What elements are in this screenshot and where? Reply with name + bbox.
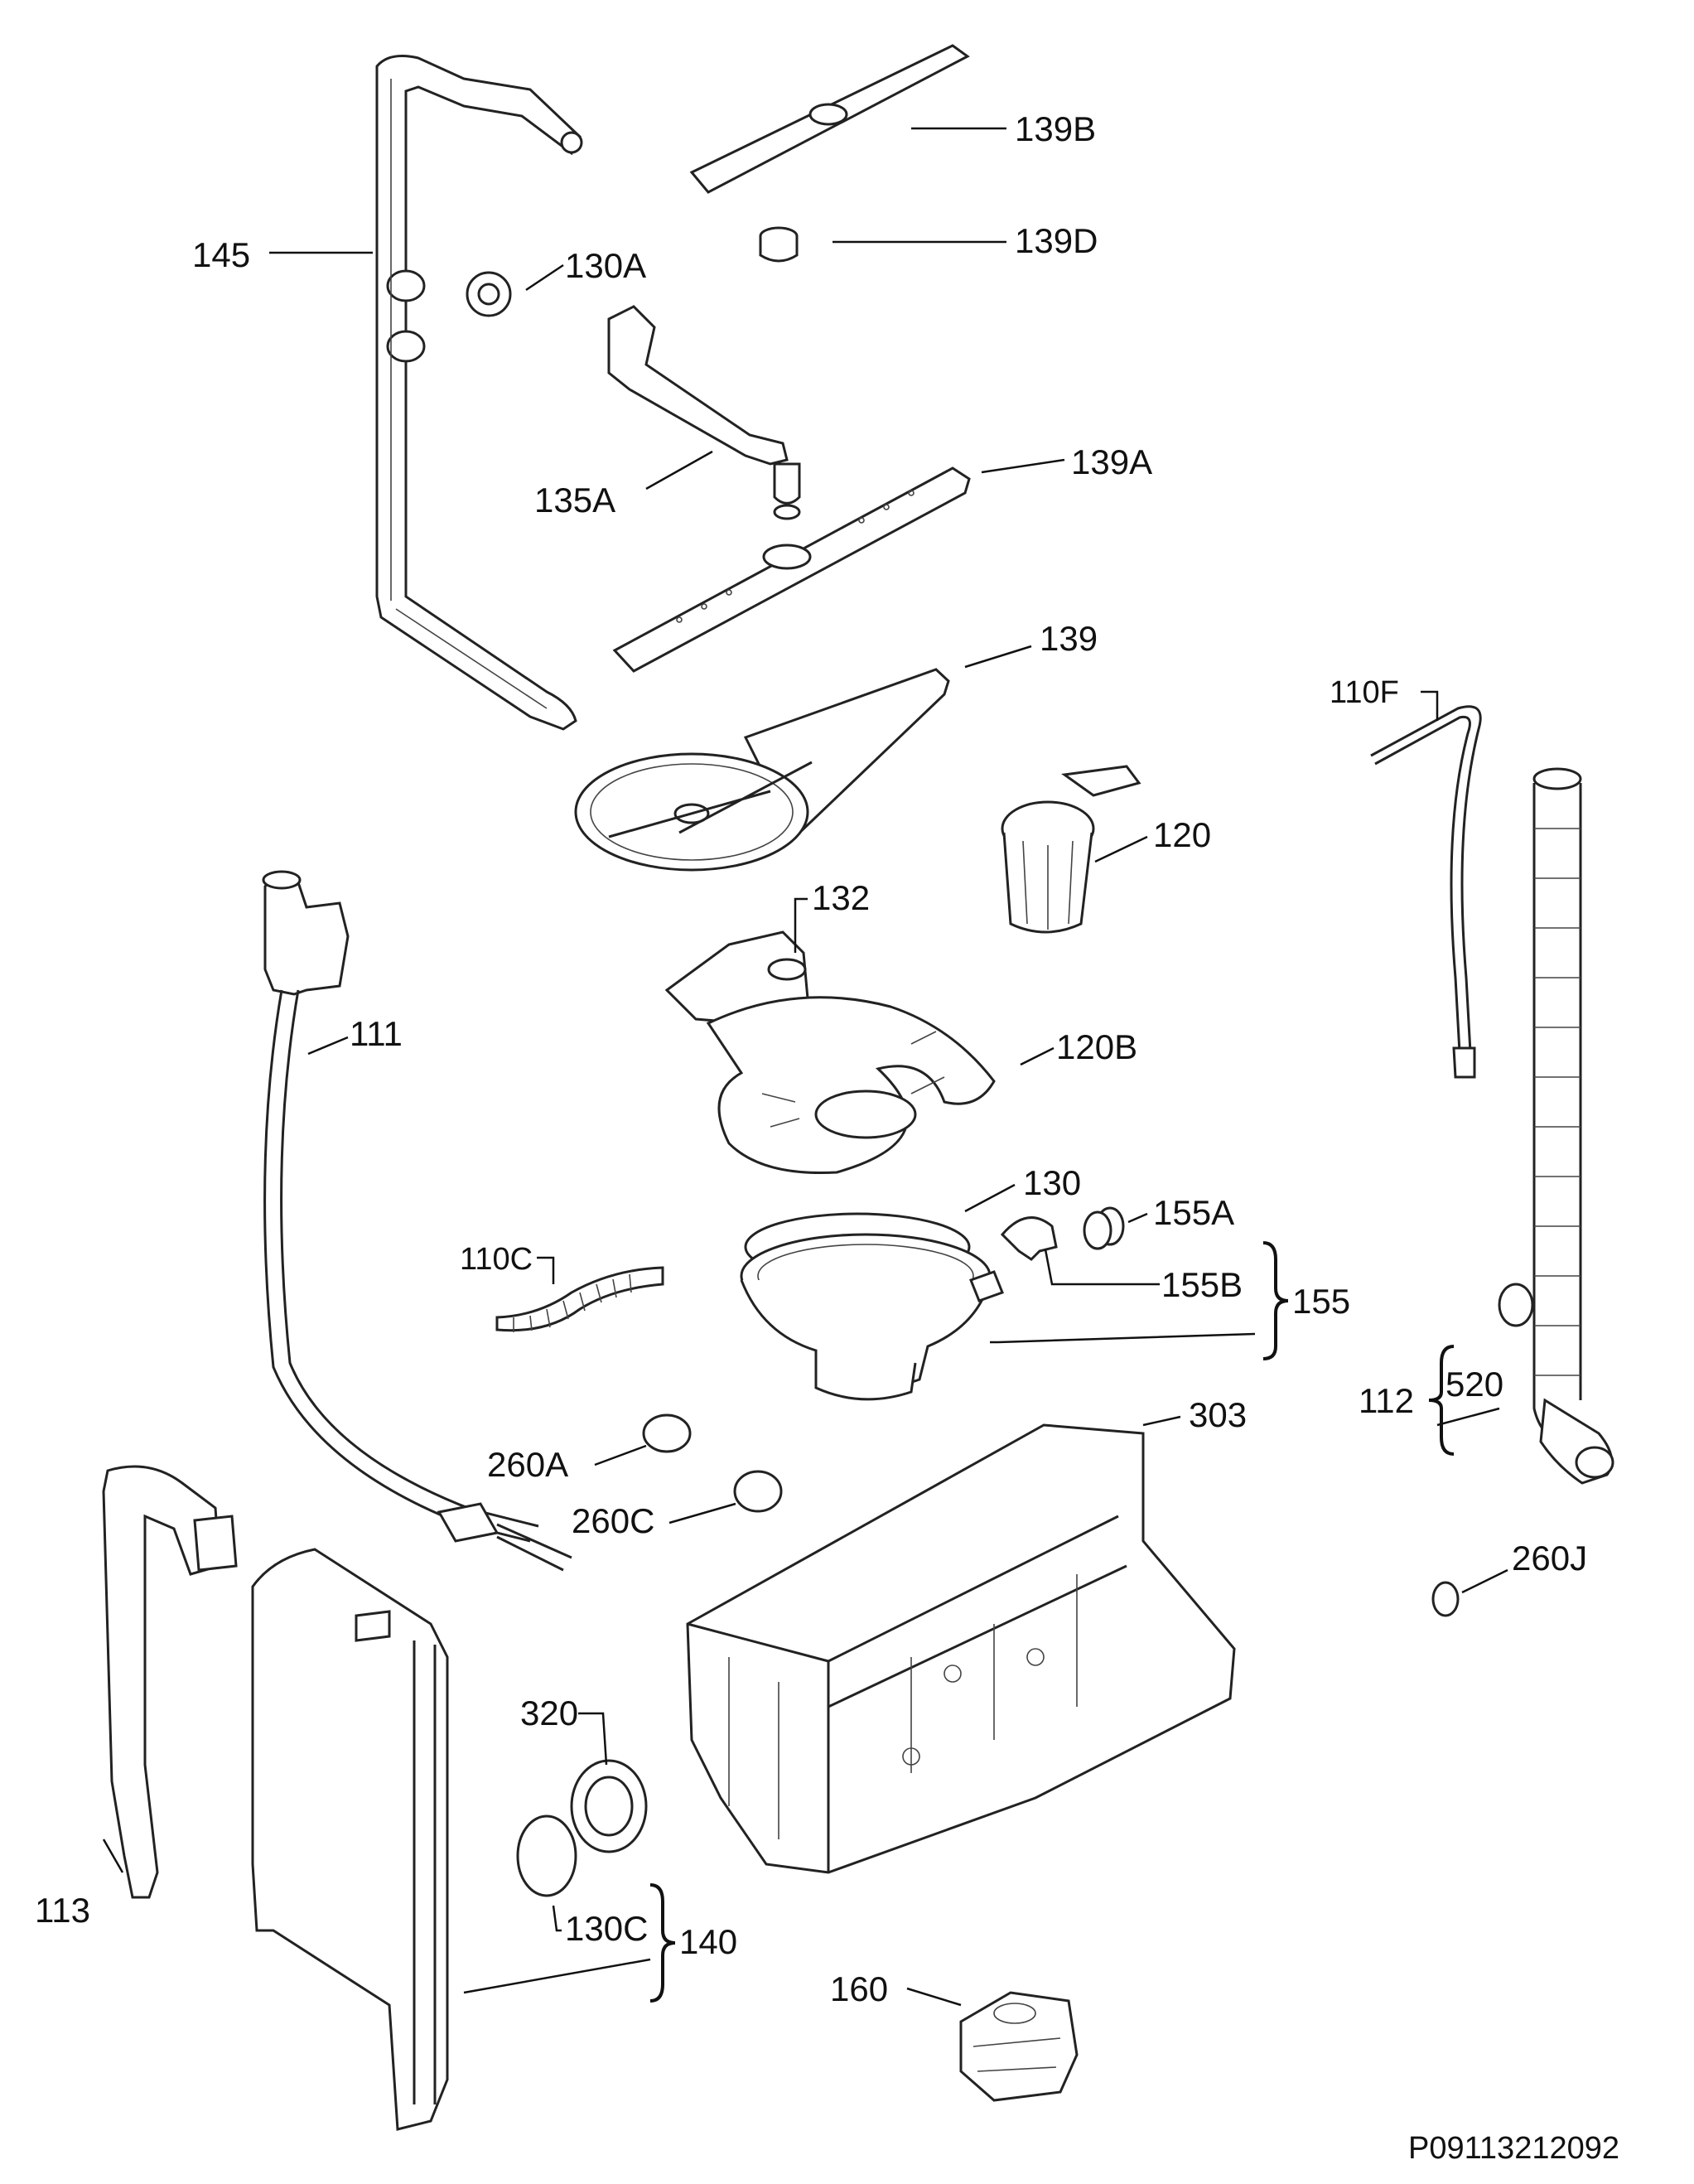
label-130: 130 [1023, 1163, 1081, 1202]
part-130C-ring [516, 1814, 577, 1897]
label-260C: 260C [572, 1501, 654, 1540]
part-135A-spray-arm-support [607, 305, 801, 520]
label-260A: 260A [487, 1445, 568, 1484]
label-113: 113 [35, 1891, 90, 1930]
part-112-drain-hose [1532, 767, 1614, 1485]
label-111: 111 [350, 1014, 403, 1053]
part-130A-seal [466, 271, 512, 317]
label-120: 120 [1153, 815, 1211, 854]
part-139A-middle-spray-arm [612, 466, 971, 673]
part-139-lower-spray-arm [574, 668, 950, 872]
part-155B-valve [1000, 1216, 1058, 1261]
label-130C: 130C [565, 1909, 648, 1948]
label-320: 320 [520, 1694, 578, 1732]
part-110F-hose [1370, 705, 1482, 1079]
diagram-code: P09113212092 [1408, 2131, 1619, 2166]
part-139D-nut [759, 226, 799, 263]
braces [649, 1241, 1455, 2003]
part-120B-filter-plate [706, 996, 996, 1175]
leader-lines [102, 127, 1508, 2007]
label-139: 139 [1040, 619, 1098, 658]
label-155B: 155B [1161, 1265, 1243, 1304]
label-139D: 139D [1015, 221, 1098, 260]
label-135A: 135A [534, 481, 615, 519]
part-111-inlet-hose [262, 870, 572, 1572]
part-130-sump-assembly [740, 1212, 1004, 1401]
label-145: 145 [192, 235, 250, 274]
part-160-drain-pump [959, 1991, 1079, 2102]
part-145-upper-spray-pipe [375, 55, 583, 731]
label-260J: 260J [1512, 1539, 1587, 1578]
label-160: 160 [830, 1969, 888, 2008]
part-139B-upper-spray-arm [689, 44, 970, 194]
part-113-duct [102, 1465, 238, 1899]
label-120B: 120B [1056, 1027, 1137, 1066]
part-140-panel [251, 1548, 449, 2131]
label-110C: 110C [460, 1242, 533, 1277]
label-110F: 110F [1330, 675, 1399, 710]
label-155A: 155A [1153, 1193, 1234, 1232]
label-130A: 130A [565, 246, 646, 285]
part-labels: 145 130A 139B 139D 135A 139A 139 110F 12… [35, 109, 1619, 2166]
label-132: 132 [812, 878, 870, 917]
label-139A: 139A [1071, 442, 1152, 481]
label-112: 112 [1359, 1381, 1414, 1420]
part-260C-clamp [733, 1470, 783, 1513]
part-520-clamp [1498, 1283, 1534, 1327]
label-520: 520 [1445, 1365, 1503, 1404]
label-139B: 139B [1015, 109, 1096, 148]
part-260J-clamp [1431, 1581, 1460, 1617]
part-303-base [686, 1423, 1236, 1874]
part-320-seal [570, 1759, 648, 1853]
part-260A-clamp [642, 1413, 692, 1453]
part-110C-hose [495, 1266, 664, 1332]
label-303: 303 [1189, 1395, 1247, 1434]
part-120-filter [1001, 765, 1141, 934]
part-155A-connector [1083, 1206, 1125, 1250]
label-140: 140 [679, 1922, 737, 1961]
label-155: 155 [1292, 1282, 1350, 1321]
